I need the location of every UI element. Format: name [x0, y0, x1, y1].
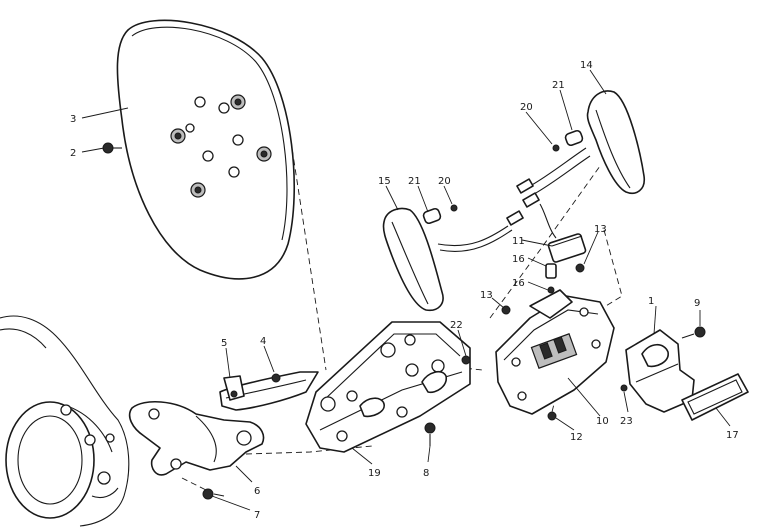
callout-19: 19 — [368, 468, 381, 479]
callout-12: 12 — [570, 432, 583, 443]
callout-13b: 13 — [594, 224, 607, 235]
callout-21a: 21 — [408, 176, 421, 187]
lamp-support-plate — [495, 289, 615, 421]
mount-bolt — [202, 488, 225, 500]
callout-16a: 16 — [512, 254, 525, 265]
connector-block-part — [547, 233, 587, 263]
callout-3: 3 — [70, 114, 76, 125]
callout-7: 7 — [254, 510, 260, 521]
fastener-parts — [424, 355, 471, 446]
callout-13a: 13 — [480, 290, 493, 301]
callout-23: 23 — [620, 416, 633, 427]
callout-10: 10 — [596, 416, 609, 427]
callout-9: 9 — [694, 298, 700, 309]
main-bracket-part — [305, 321, 471, 453]
bracket-fasteners — [620, 326, 706, 392]
callout-4: 4 — [260, 336, 266, 347]
callout-16b: 16 — [512, 278, 525, 289]
callout-22: 22 — [450, 320, 463, 331]
callout-11: 11 — [512, 236, 525, 247]
callout-21b: 21 — [552, 80, 565, 91]
small-clip-bracket — [219, 371, 319, 411]
left-indicator-lamp — [382, 204, 524, 312]
callout-17: 17 — [726, 430, 739, 441]
callout-15: 15 — [378, 176, 391, 187]
frame-section — [0, 315, 130, 527]
callout-8: 8 — [423, 468, 429, 479]
callout-14: 14 — [580, 60, 593, 71]
callout-6: 6 — [254, 486, 260, 497]
small-fittings — [545, 263, 585, 294]
callout-labels: 1 2 3 4 5 6 7 8 9 10 11 12 13 13 14 15 1… — [70, 60, 739, 521]
callout-20a: 20 — [438, 176, 451, 187]
callout-1: 1 — [648, 296, 654, 307]
right-indicator-lamp — [516, 90, 646, 239]
leader-lines — [81, 69, 731, 511]
callout-20b: 20 — [520, 102, 533, 113]
callout-5: 5 — [221, 338, 227, 349]
lower-mount-bracket — [128, 400, 265, 476]
reflector-bracket-part — [625, 329, 695, 413]
reflector-part — [681, 373, 749, 421]
bolt-part — [102, 142, 122, 154]
number-plate-part — [116, 19, 295, 280]
callout-2: 2 — [70, 148, 76, 159]
